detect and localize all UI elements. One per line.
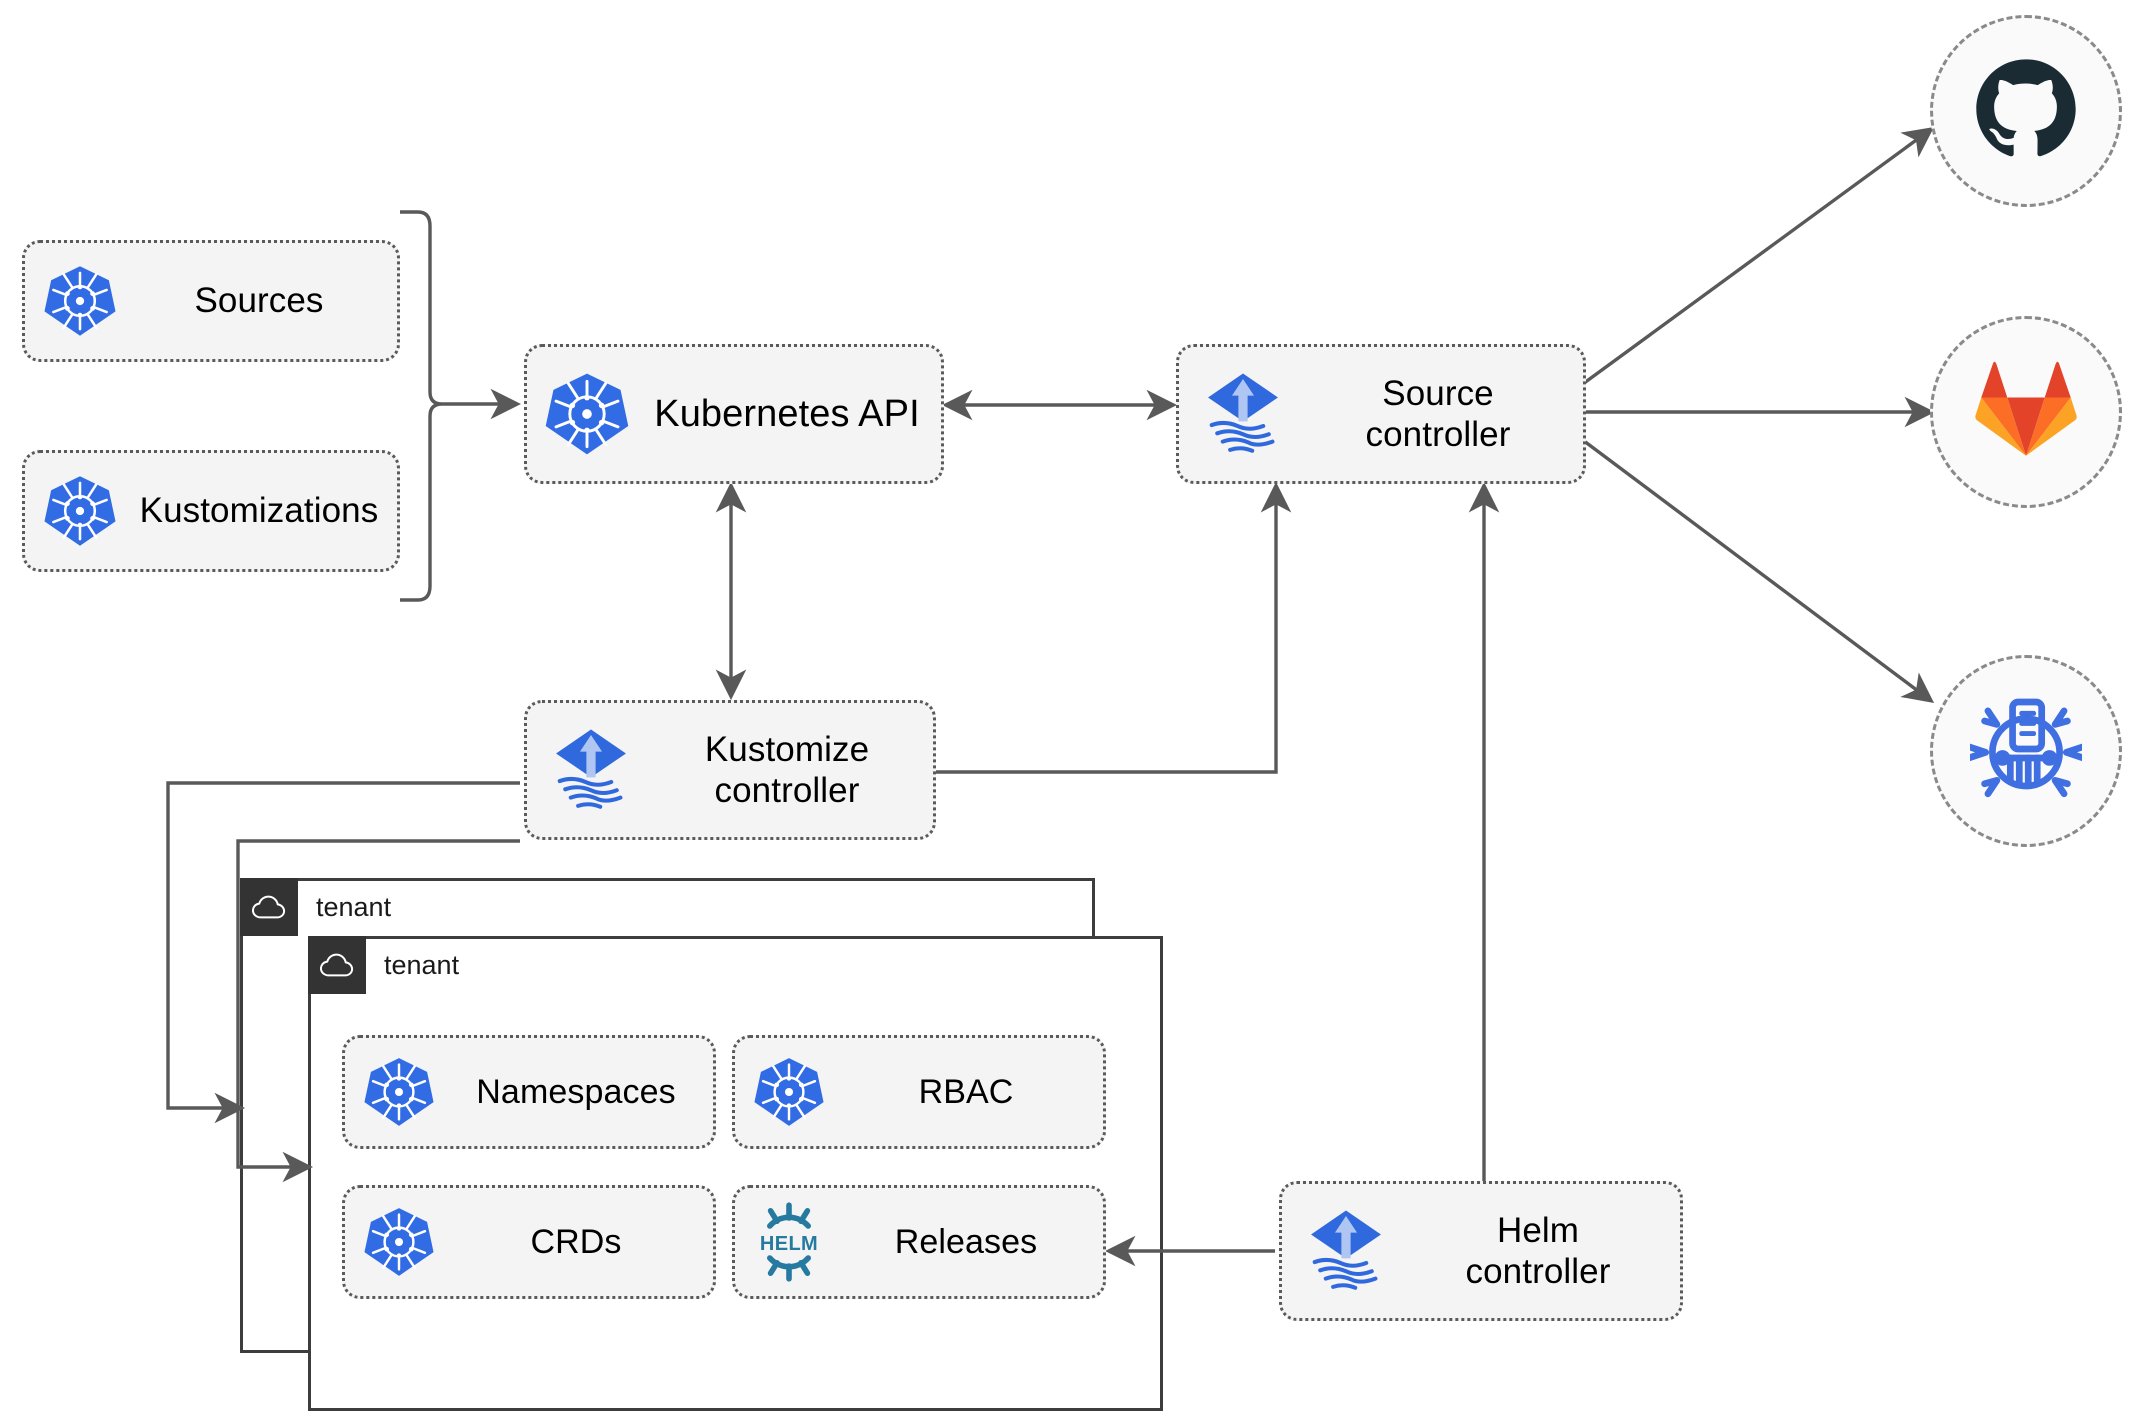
- node-source-controller[interactable]: Source controller: [1176, 344, 1586, 484]
- cloud-icon: [240, 878, 298, 936]
- provider-helm-repository[interactable]: [1930, 655, 2122, 847]
- kubernetes-icon: [345, 1056, 453, 1128]
- node-label: Namespaces: [476, 1072, 676, 1111]
- node-releases[interactable]: HELM Releases: [732, 1185, 1106, 1299]
- node-label-line2: controller: [1365, 415, 1511, 454]
- tenant-header: tenant: [240, 878, 391, 936]
- node-label: Kustomizations: [139, 491, 379, 531]
- svg-text:HELM: HELM: [760, 1233, 818, 1255]
- kubernetes-icon: [345, 1206, 453, 1278]
- node-label: Releases: [894, 1222, 1038, 1261]
- node-label: Helm controller: [1410, 1210, 1680, 1293]
- kubernetes-icon: [25, 474, 135, 548]
- node-helm-controller[interactable]: Helm controller: [1279, 1181, 1683, 1321]
- node-crds[interactable]: CRDs: [342, 1185, 716, 1299]
- gitlab-icon: [1974, 360, 2078, 465]
- kubernetes-icon: [735, 1056, 843, 1128]
- edge-source-github: [1578, 126, 1935, 388]
- provider-gitlab[interactable]: [1930, 316, 2122, 508]
- helm-repository-icon: [1965, 693, 2087, 810]
- node-kustomize-controller[interactable]: Kustomize controller: [524, 700, 936, 840]
- flux-icon: [1179, 368, 1307, 460]
- node-label: Sources: [194, 281, 324, 321]
- node-label-line1: Helm: [1496, 1210, 1580, 1250]
- node-label-line1: Kustomize: [704, 729, 870, 769]
- helm-icon: HELM: [735, 1202, 843, 1282]
- edge-kustomize-source: [936, 481, 1292, 774]
- provider-github[interactable]: [1930, 15, 2122, 207]
- edge-source-helmrepo: [1578, 436, 1935, 704]
- flux-icon: [527, 724, 655, 816]
- node-kubernetes-api[interactable]: Kubernetes API: [524, 344, 944, 484]
- tenant-header: tenant: [308, 936, 459, 994]
- node-label: Kubernetes API: [654, 392, 920, 435]
- tenant-name: tenant: [316, 891, 392, 922]
- node-label: RBAC: [918, 1072, 1014, 1111]
- node-namespaces[interactable]: Namespaces: [342, 1035, 716, 1149]
- kubernetes-icon: [527, 371, 647, 457]
- custom-resources-bracket: [400, 210, 522, 602]
- node-sources[interactable]: Sources: [22, 240, 400, 362]
- node-label: Kustomize controller: [655, 729, 933, 812]
- node-label-line2: controller: [714, 771, 860, 810]
- node-kustomizations[interactable]: Kustomizations: [22, 450, 400, 572]
- flux-icon: [1282, 1205, 1410, 1297]
- tenant-name: tenant: [384, 949, 460, 980]
- node-label-line2: controller: [1465, 1252, 1611, 1291]
- kubernetes-icon: [25, 264, 135, 338]
- github-icon: [1972, 55, 2080, 168]
- node-rbac[interactable]: RBAC: [732, 1035, 1106, 1149]
- node-label: CRDs: [530, 1222, 622, 1261]
- tenant-container-inner[interactable]: tenant: [308, 936, 1163, 1411]
- node-label-line1: Source: [1382, 373, 1494, 413]
- cloud-icon: [308, 936, 366, 994]
- node-label: Source controller: [1307, 373, 1583, 456]
